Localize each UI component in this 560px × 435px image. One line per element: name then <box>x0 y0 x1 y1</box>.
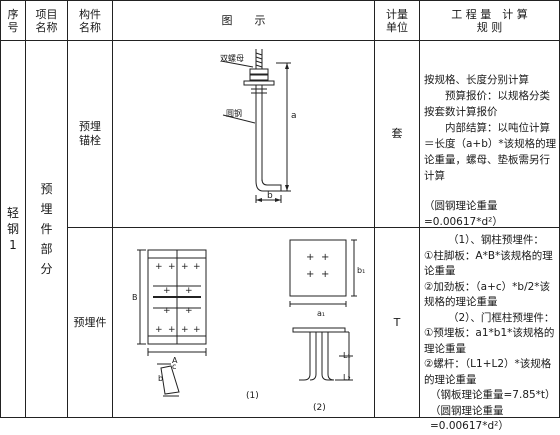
group-item-name: 预埋件部分 <box>40 182 53 276</box>
header-unit: 计量单位 <box>386 7 408 34</box>
svg-text:+: + <box>185 306 193 316</box>
label-round-steel: 圆钢 <box>226 109 242 118</box>
svg-text:+: + <box>155 325 163 335</box>
label-double-nut: 双螺母 <box>220 54 244 63</box>
svg-text:+: + <box>321 252 329 263</box>
component-embedded-part: 预埋件 <box>73 315 107 329</box>
svg-text:+: + <box>163 286 171 296</box>
rules-embedded-part: （1）、钢柱预埋件： ①柱脚板：A*B*该规格的理论重量 ②加劲板：（a+c）*… <box>424 234 556 432</box>
component-anchor-bolt: 预埋锚栓 <box>79 120 101 147</box>
label-dim-c: c <box>172 362 177 371</box>
label-dim-b1: b₁ <box>357 266 366 275</box>
label-dim-A: A <box>172 356 178 365</box>
svg-text:+: + <box>193 325 201 335</box>
header-diagram: 图 示 <box>221 14 266 27</box>
header-seq: 序号 <box>7 7 19 34</box>
svg-text:+: + <box>321 269 329 280</box>
svg-text:+: + <box>185 286 193 296</box>
anchor-bolt-diagram <box>220 49 291 203</box>
header-item-name: 项目名称 <box>35 7 58 34</box>
unit-set: 套 <box>391 127 403 140</box>
label-dim-B: B <box>132 293 138 302</box>
label-fig-2: (2) <box>313 403 326 413</box>
svg-text:+: + <box>155 262 163 272</box>
label-dim-a1: a₁ <box>317 309 326 318</box>
svg-text:+: + <box>306 252 314 263</box>
label-dim-L2: L₂ <box>343 373 351 382</box>
svg-text:+: + <box>168 325 176 335</box>
label-dim-L1: L₁ <box>343 351 351 360</box>
unit-ton: T <box>393 315 401 329</box>
svg-text:+: + <box>168 262 176 272</box>
label-dim-b: b <box>267 191 273 201</box>
group-seq: 轻钢1 <box>6 206 19 252</box>
label-dim-a: a <box>291 111 297 121</box>
rules-anchor-bolt: 按规格、长度分别计算 预算报价：以规格分类按套数计算报价 内部结算：以吨位计算＝… <box>424 74 557 228</box>
header-component-name: 构件名称 <box>79 7 101 34</box>
svg-text:+: + <box>181 325 189 335</box>
svg-text:+: + <box>163 306 171 316</box>
label-dim-b-small: b <box>158 374 164 383</box>
label-fig-1: (1) <box>246 391 259 401</box>
svg-text:+: + <box>306 269 314 280</box>
svg-text:+: + <box>193 262 201 272</box>
svg-text:+: + <box>181 262 189 272</box>
embedded-part-diagram: + + + + + + + + + + + + + + + + <box>137 239 357 397</box>
header-rule: 工 程 量 计 算 规 则 <box>451 7 528 34</box>
